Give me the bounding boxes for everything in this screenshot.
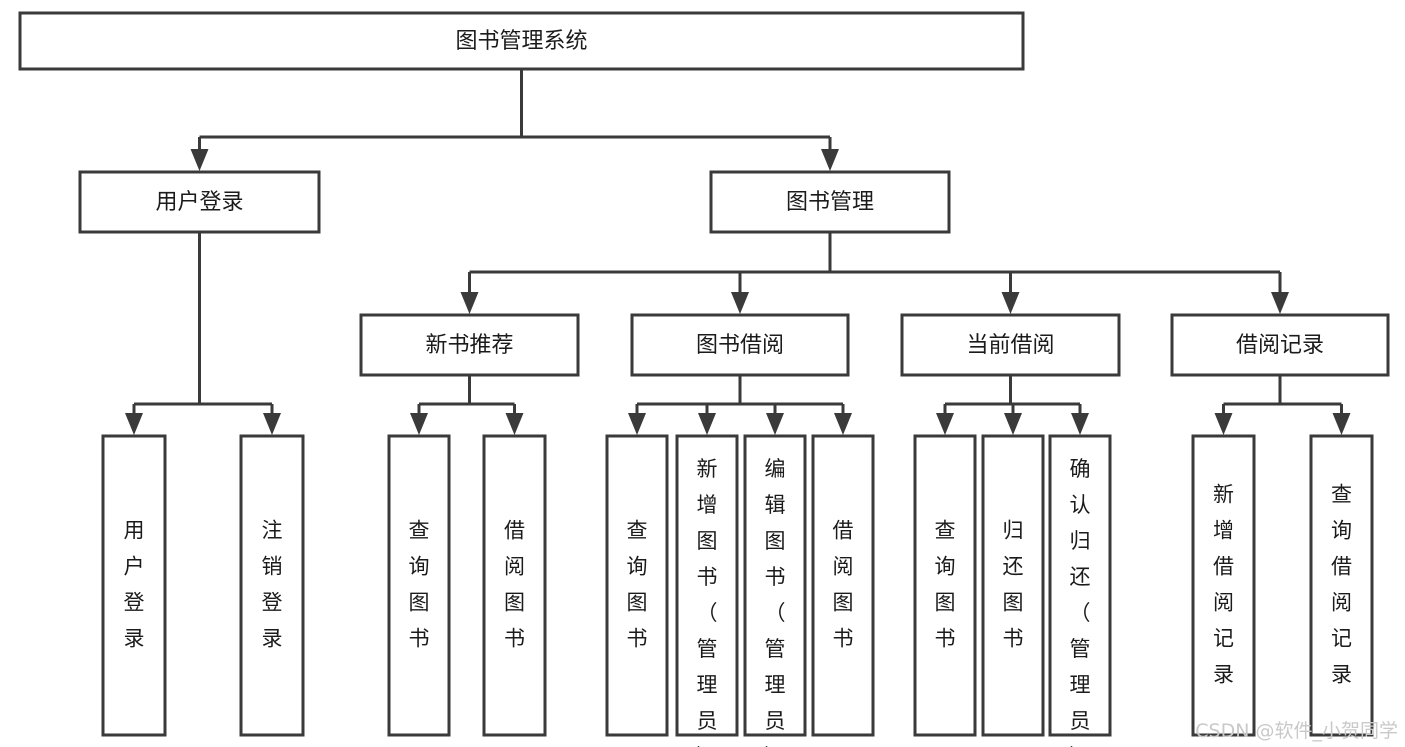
node-label-book-borrow: 图书借阅: [696, 333, 784, 358]
connector-group-new-book-recommend: [410, 375, 524, 435]
node-leaf-query-book-2[interactable]: 查询图书: [605, 434, 669, 737]
node-layer: 图书管理系统用户登录图书管理新书推荐图书借阅当前借阅借阅记录用户登录注销登录查询…: [18, 11, 1390, 747]
node-box-leaf-borrow-book-1[interactable]: [482, 434, 547, 737]
node-box-leaf-add-book[interactable]: [675, 434, 739, 737]
node-label-leaf-borrow-book-1: 借阅图书: [504, 519, 525, 651]
node-box-user-login[interactable]: [78, 170, 321, 234]
node-leaf-borrow-book-2[interactable]: 借阅图书: [811, 434, 875, 737]
node-leaf-query-book-1[interactable]: 查询图书: [387, 434, 451, 737]
node-box-borrow-record[interactable]: [1170, 313, 1390, 377]
arrow-to-leaf-confirm-return: [1071, 413, 1089, 435]
node-label-leaf-query-book-3: 查询图书: [935, 519, 956, 651]
node-box-book-management[interactable]: [709, 170, 951, 234]
node-leaf-return-book[interactable]: 归还图书: [981, 434, 1045, 737]
node-leaf-query-record[interactable]: 查询借阅记录: [1309, 434, 1374, 737]
node-label-new-book-recommend: 新书推荐: [425, 333, 513, 358]
arrow-to-book-management: [821, 149, 839, 171]
connector-group-user-login: [125, 232, 281, 435]
arrow-to-user-login: [190, 149, 209, 171]
node-leaf-query-book-3[interactable]: 查询图书: [913, 434, 977, 737]
node-label-leaf-query-book-2: 查询图书: [627, 519, 648, 651]
node-box-leaf-borrow-book-2[interactable]: [811, 434, 875, 737]
node-box-current-borrow[interactable]: [900, 313, 1121, 377]
node-root[interactable]: 图书管理系统: [18, 11, 1025, 71]
connector-group-book-borrow: [628, 375, 852, 435]
node-box-leaf-user-login[interactable]: [101, 434, 167, 737]
node-leaf-add-book[interactable]: 新增图书（管理员）: [675, 434, 739, 747]
node-label-leaf-add-record: 新增借阅记录: [1213, 483, 1234, 687]
arrow-to-leaf-query-book-2: [628, 413, 646, 435]
node-current-borrow[interactable]: 当前借阅: [900, 313, 1121, 377]
node-label-leaf-query-book-1: 查询图书: [409, 519, 430, 651]
node-label-leaf-user-login: 用户登录: [124, 519, 145, 651]
arrow-to-new-book-recommend: [460, 292, 479, 314]
node-box-leaf-query-book-3[interactable]: [913, 434, 977, 737]
node-leaf-borrow-book-1[interactable]: 借阅图书: [482, 434, 547, 737]
arrow-to-leaf-edit-book: [766, 413, 784, 435]
arrow-to-borrow-record: [1271, 292, 1289, 314]
node-book-borrow[interactable]: 图书借阅: [630, 313, 850, 377]
node-box-leaf-add-record[interactable]: [1191, 434, 1256, 737]
arrow-to-leaf-borrow-book-1: [505, 413, 524, 435]
node-box-leaf-return-book[interactable]: [981, 434, 1045, 737]
connector-group-borrow-record: [1214, 375, 1351, 435]
connector-group-current-borrow: [936, 375, 1089, 435]
node-box-book-borrow[interactable]: [630, 313, 850, 377]
node-new-book-recommend[interactable]: 新书推荐: [359, 313, 580, 377]
node-box-leaf-query-record[interactable]: [1309, 434, 1374, 737]
arrow-to-leaf-query-book-3: [936, 413, 954, 435]
node-label-leaf-edit-book: 编辑图书（管理员）: [765, 457, 786, 747]
node-label-user-login: 用户登录: [155, 190, 243, 215]
node-book-management[interactable]: 图书管理: [709, 170, 951, 234]
node-leaf-logout[interactable]: 注销登录: [239, 434, 305, 737]
arrow-to-leaf-add-book: [698, 413, 716, 435]
csdn-watermark: CSDN @软件_小贺同学: [1195, 720, 1398, 742]
node-label-leaf-borrow-book-2: 借阅图书: [833, 519, 854, 651]
node-leaf-add-record[interactable]: 新增借阅记录: [1191, 434, 1256, 737]
node-label-leaf-confirm-return: 确认归还（管理员）: [1070, 457, 1091, 747]
arrow-to-leaf-user-login: [125, 413, 143, 435]
connector-group-book-management: [460, 232, 1289, 314]
connector-group-root: [190, 69, 839, 171]
arrow-to-leaf-query-book-1: [410, 413, 428, 435]
node-leaf-user-login[interactable]: 用户登录: [101, 434, 167, 737]
arrow-to-leaf-add-record: [1214, 413, 1233, 435]
node-label-leaf-logout: 注销登录: [262, 519, 283, 651]
node-label-borrow-record: 借阅记录: [1236, 333, 1324, 358]
arrow-to-current-borrow: [1001, 292, 1020, 314]
arrow-to-book-borrow: [731, 292, 749, 314]
node-label-leaf-query-record: 查询借阅记录: [1331, 483, 1352, 687]
node-leaf-edit-book[interactable]: 编辑图书（管理员）: [743, 434, 807, 747]
connector-layer: [125, 69, 1351, 435]
node-label-root: 图书管理系统: [455, 29, 587, 54]
arrow-to-leaf-borrow-book-2: [834, 413, 852, 435]
node-label-book-management: 图书管理: [786, 190, 874, 215]
node-box-new-book-recommend[interactable]: [359, 313, 580, 377]
node-borrow-record[interactable]: 借阅记录: [1170, 313, 1390, 377]
node-label-current-borrow: 当前借阅: [966, 333, 1054, 358]
arrow-to-leaf-query-record: [1332, 413, 1351, 435]
node-box-root[interactable]: [18, 11, 1025, 71]
node-user-login[interactable]: 用户登录: [78, 170, 321, 234]
node-leaf-confirm-return[interactable]: 确认归还（管理员）: [1048, 434, 1112, 747]
arrow-to-leaf-return-book: [1004, 413, 1022, 435]
node-box-leaf-logout[interactable]: [239, 434, 305, 737]
node-label-leaf-return-book: 归还图书: [1003, 519, 1024, 651]
node-box-leaf-query-book-2[interactable]: [605, 434, 669, 737]
node-box-leaf-query-book-1[interactable]: [387, 434, 451, 737]
arrow-to-leaf-logout: [263, 413, 281, 435]
node-box-leaf-edit-book[interactable]: [743, 434, 807, 737]
node-label-leaf-add-book: 新增图书（管理员）: [697, 457, 718, 747]
node-box-leaf-confirm-return[interactable]: [1048, 434, 1112, 737]
